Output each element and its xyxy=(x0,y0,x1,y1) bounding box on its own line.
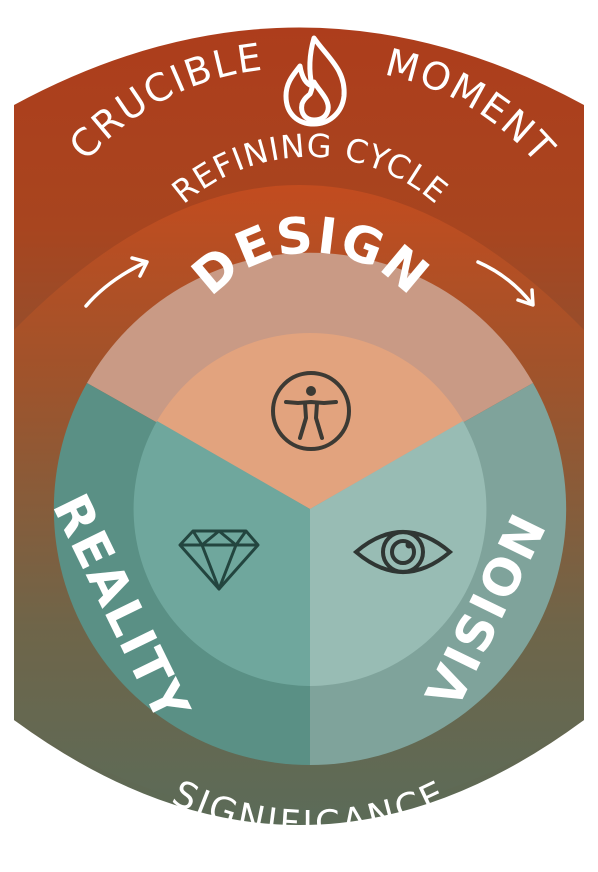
flame-icon xyxy=(283,35,347,127)
cycle-arrow-right-icon xyxy=(476,260,535,307)
reality-inner-sector xyxy=(133,421,310,686)
design-inner-sector xyxy=(157,332,463,509)
vitruvian-figure-icon xyxy=(271,371,351,451)
cycle-arrow-left-icon xyxy=(84,256,149,308)
vision-inner-sector xyxy=(310,421,487,686)
eye-icon xyxy=(352,530,454,574)
diamond-icon xyxy=(178,529,260,591)
